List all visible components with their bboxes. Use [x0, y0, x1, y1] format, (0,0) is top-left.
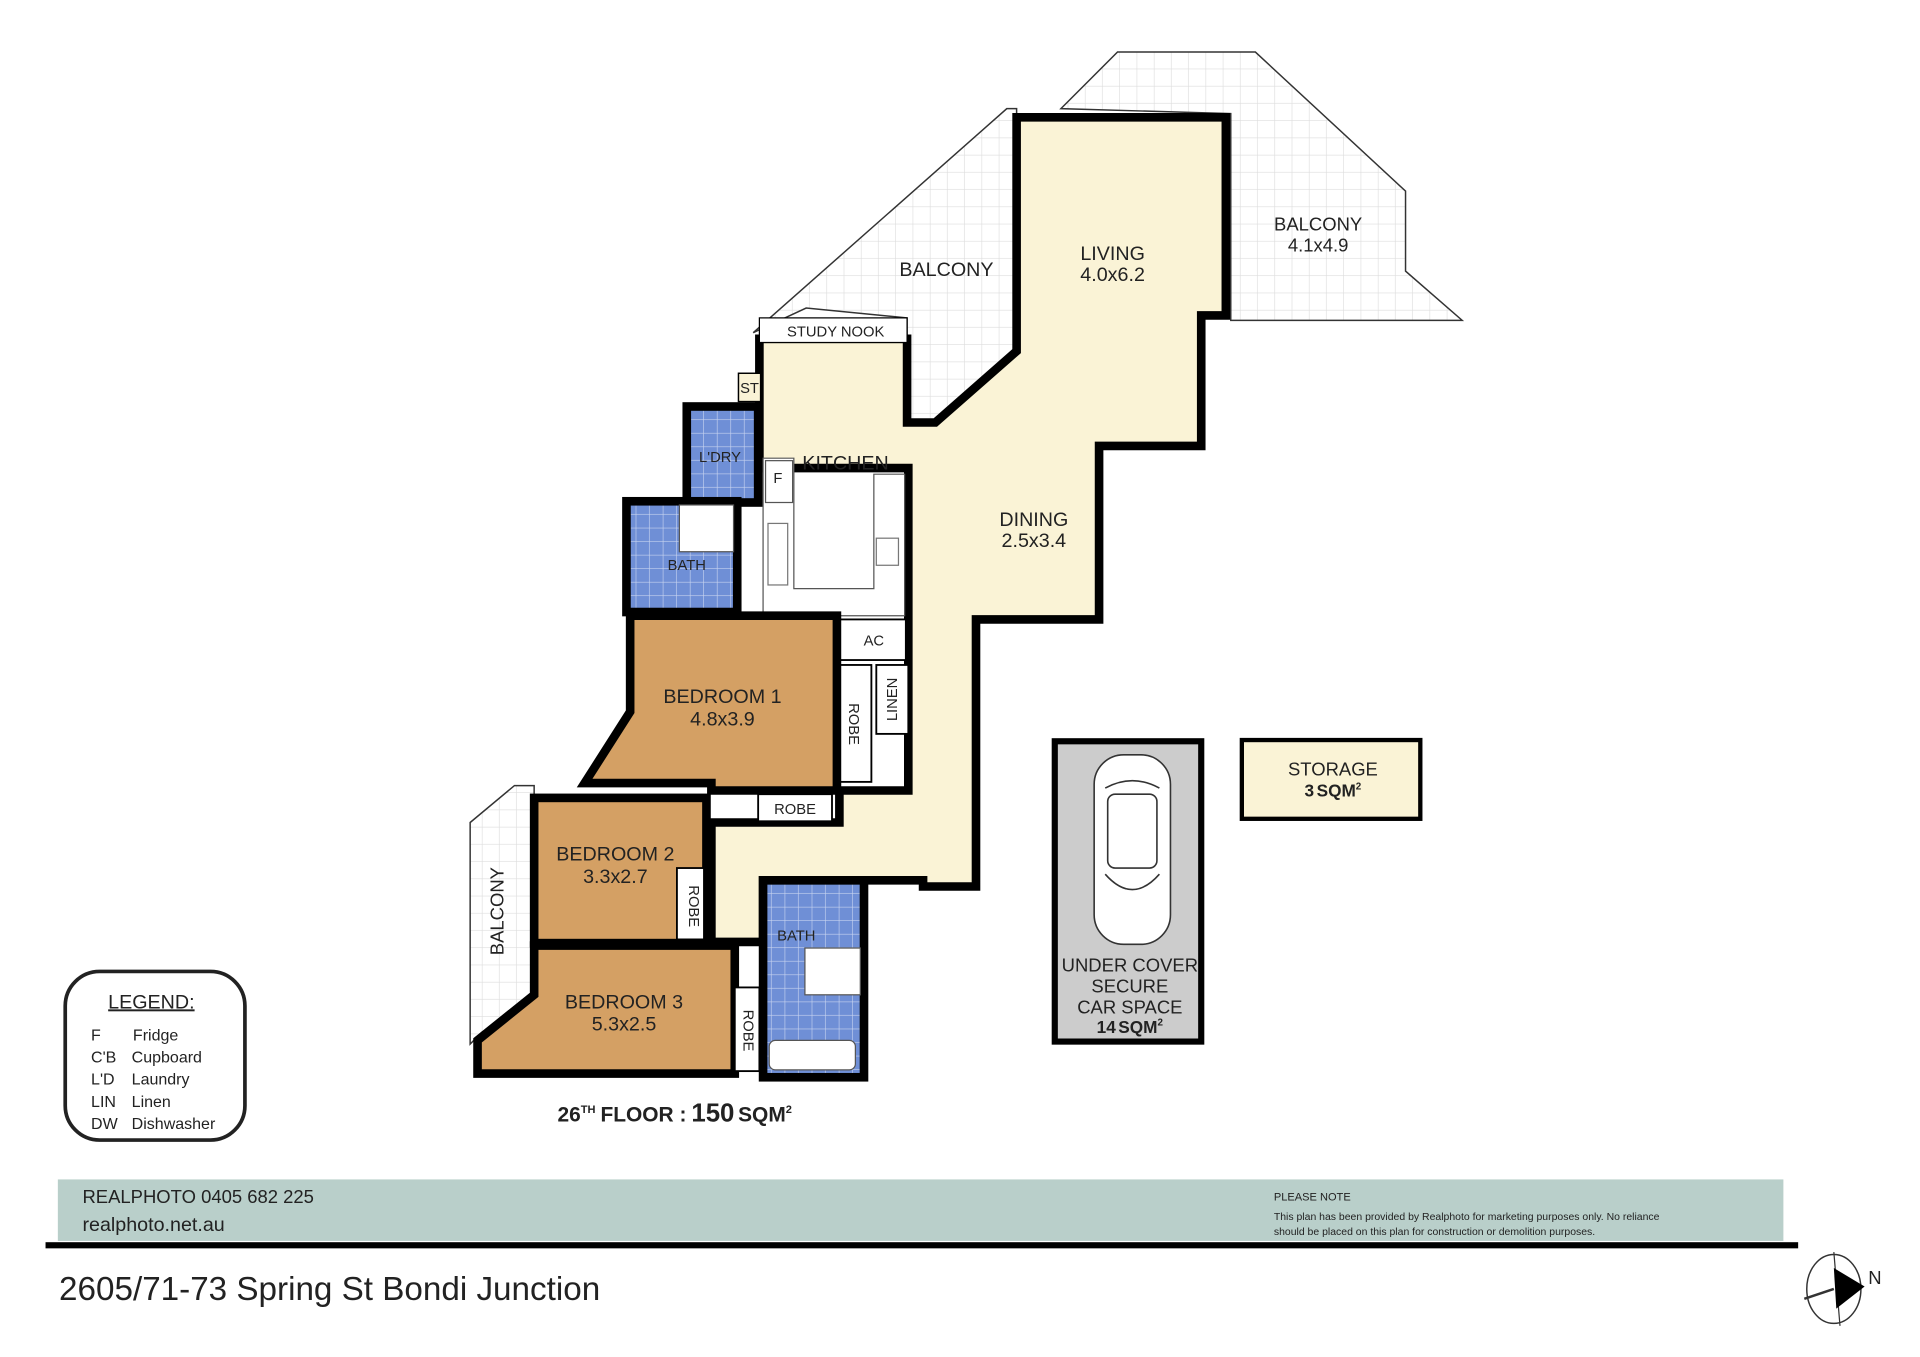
- balcony-living-label: BALCONY: [1274, 214, 1362, 235]
- car-icon: [1093, 754, 1172, 946]
- company-contact: REALPHOTO 0405 682 225: [82, 1186, 313, 1207]
- robe-3-label: ROBE: [739, 1010, 755, 1052]
- legend-code: F: [91, 1027, 101, 1044]
- legend-label: Fridge: [133, 1027, 178, 1044]
- storage-title: STORAGE: [1288, 759, 1378, 780]
- bedroom-1-room: [576, 611, 842, 795]
- car-space-line-1: UNDER COVER: [1062, 954, 1198, 975]
- st-cupboard: [737, 372, 762, 403]
- car-space-line-3: CAR SPACE: [1077, 996, 1182, 1017]
- compass-icon: [1803, 1251, 1865, 1326]
- robe-2-label: ROBE: [685, 885, 701, 927]
- car-space-line-2: SECURE: [1091, 975, 1168, 996]
- linen-cupboard: [875, 664, 910, 735]
- legend-label: Dishwasher: [132, 1116, 216, 1133]
- bedroom-2-label: BEDROOM 2: [556, 844, 674, 866]
- balcony-bedroom-label: BALCONY: [486, 867, 507, 955]
- living-label: LIVING: [1080, 243, 1145, 265]
- fridge: [764, 460, 794, 504]
- fridge-label: F: [773, 471, 782, 487]
- living-size: 4.0x6.2: [1080, 264, 1145, 286]
- footer-band: [57, 1179, 1784, 1241]
- robe-1b-label: ROBE: [774, 802, 816, 818]
- robe-3-cupboard: [733, 986, 761, 1073]
- note-title: PLEASE NOTE: [1274, 1191, 1351, 1203]
- robe-1b-cupboard: [757, 793, 833, 823]
- robe-2-cupboard: [676, 867, 705, 941]
- bedroom-1-size: 4.8x3.9: [690, 708, 755, 730]
- study-nook-label: STUDY NOOK: [787, 324, 884, 340]
- divider: [45, 1242, 1799, 1249]
- bedroom-1-label: BEDROOM 1: [663, 686, 781, 708]
- legend-box: [63, 969, 247, 1142]
- linen-label: LINEN: [885, 678, 901, 721]
- robe-1a-label: ROBE: [845, 703, 861, 745]
- ac-cupboard: [838, 618, 907, 661]
- note-line-1: This plan has been provided by Realphoto…: [1274, 1212, 1660, 1223]
- legend-code: C'B: [91, 1050, 116, 1067]
- dining-label: DINING: [999, 509, 1068, 531]
- bath-2-label: BATH: [777, 929, 815, 945]
- legend-label: Linen: [132, 1094, 171, 1111]
- laundry-label: L'DRY: [699, 450, 741, 466]
- legend-code: LIN: [91, 1094, 116, 1111]
- kitchen-label: KITCHEN: [802, 452, 888, 474]
- legend-code: DW: [91, 1116, 119, 1133]
- dining-size: 2.5x3.4: [1002, 530, 1067, 552]
- bedroom-3-size: 5.3x2.5: [592, 1014, 657, 1036]
- bedroom-3-room: [473, 941, 740, 1078]
- cooktop-icon: [875, 537, 900, 566]
- balcony-study-label: BALCONY: [899, 259, 993, 281]
- legend-code: L'D: [91, 1072, 115, 1089]
- legend-title: LEGEND:: [108, 991, 194, 1013]
- bath-1-shower: [678, 504, 735, 553]
- robe-1a-cupboard: [836, 664, 873, 783]
- balcony-living: [1059, 51, 1465, 322]
- company-website[interactable]: realphoto.net.au: [82, 1214, 224, 1236]
- compass-north-label: N: [1868, 1267, 1881, 1288]
- st-label: ST: [740, 381, 759, 397]
- note-line-2: should be placed on this plan for constr…: [1274, 1227, 1595, 1238]
- study-nook-desk: [758, 317, 908, 344]
- property-address: 2605/71-73 Spring St Bondi Junction: [59, 1271, 600, 1308]
- bedroom-2-size: 3.3x2.7: [583, 866, 648, 888]
- balcony-living-size: 4.1x4.9: [1288, 234, 1349, 255]
- legend-label: Cupboard: [132, 1050, 202, 1067]
- ac-label: AC: [864, 633, 885, 649]
- storage: [1239, 737, 1423, 821]
- bedroom-3-label: BEDROOM 3: [565, 991, 683, 1013]
- bath-1-label: BATH: [668, 558, 706, 574]
- sink-icon: [767, 522, 789, 586]
- legend-label: Laundry: [132, 1072, 190, 1089]
- bath-2-shower: [804, 947, 861, 996]
- bathtub-icon: [768, 1039, 857, 1071]
